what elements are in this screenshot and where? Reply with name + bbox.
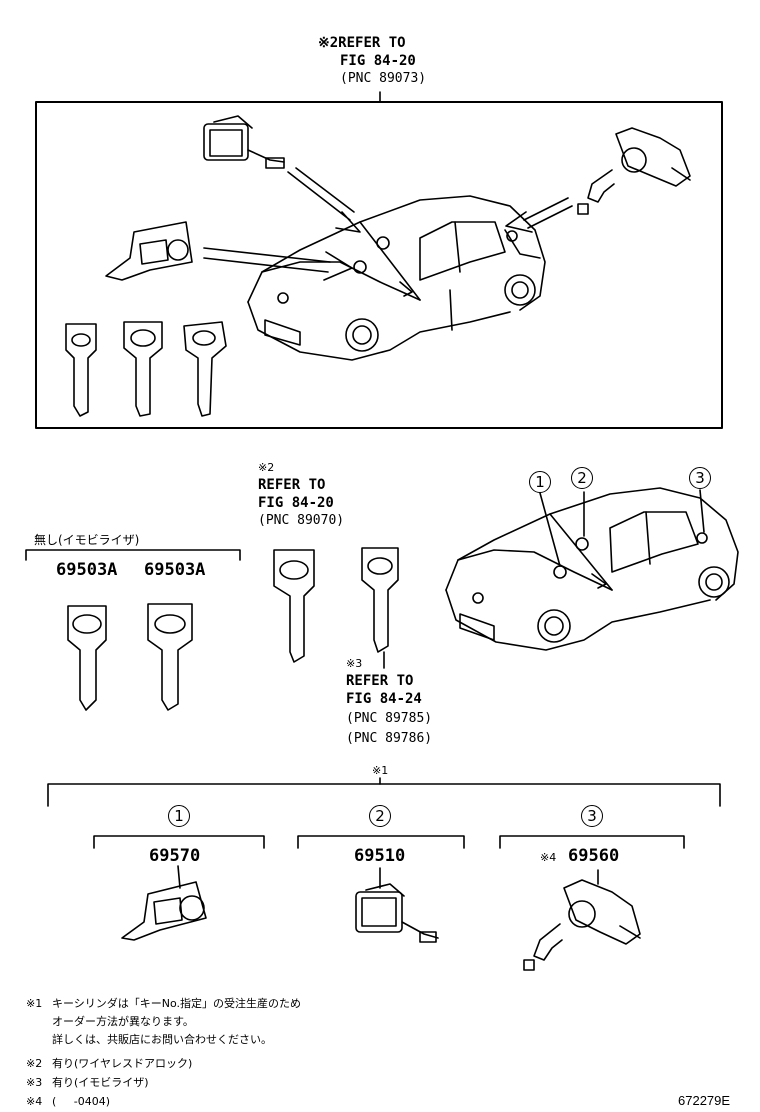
mid-ref-b-line4: (PNC 89786) <box>346 731 433 746</box>
note-text-1b: オーダー方法が異なります。 <box>52 1015 194 1028</box>
note-mark-2: ※2 <box>26 1057 43 1070</box>
note-text-2: 有り(ワイヤレスドアロック) <box>52 1057 193 1070</box>
mid-ref-a-line1: REFER TO <box>258 477 326 493</box>
mid-ref-b-line1: REFER TO <box>346 673 414 689</box>
bottom-group-bracket <box>47 783 721 807</box>
item2-bracket <box>297 835 465 849</box>
mid-ref-b-line2: FIG 84-24 <box>346 691 422 707</box>
item1-bracket <box>93 835 265 849</box>
part-69510-drawing <box>355 867 439 943</box>
note-mark-1: ※1 <box>26 997 43 1010</box>
note-text-4: ( -0404) <box>52 1095 111 1108</box>
note-text-3: 有り(イモビライザ) <box>52 1076 149 1089</box>
mid-keys-center-drawing <box>273 547 399 669</box>
mid-ref-a-line3: (PNC 89070) <box>258 513 345 528</box>
top-back-door-lock-drawing <box>577 127 691 215</box>
mid-ref-a-mark: ※2 <box>258 461 275 474</box>
mid-ref-a-line2: FIG 84-20 <box>258 495 334 511</box>
top-frame <box>35 101 723 429</box>
mid-ref-b-line3: (PNC 89785) <box>346 711 433 726</box>
mid-car-drawing <box>445 487 739 651</box>
note-text-1: キーシリンダは「キーNo.指定」の受注生産のため <box>52 997 302 1010</box>
immobilizer-label: 無し(イモビライザ) <box>34 533 140 547</box>
mid-ref-b-mark: ※3 <box>346 657 363 670</box>
top-car-drawing <box>247 195 546 361</box>
mid-keys-left-drawing <box>67 603 193 711</box>
note-mark-4: ※4 <box>26 1095 43 1108</box>
part-number-69560: 69560 <box>568 846 620 866</box>
part-number-69503a-2: 69503A <box>144 560 206 580</box>
item3-callout: 3 <box>581 805 603 827</box>
callout-2: 2 <box>571 467 593 489</box>
top-ignition-drawing <box>105 221 193 281</box>
part-69560-prefix: ※4 <box>540 851 557 864</box>
part-number-69503a-1: 69503A <box>56 560 118 580</box>
item1-callout: 1 <box>168 805 190 827</box>
part-69570-drawing <box>121 865 207 941</box>
figure-id: 672279E <box>678 1093 731 1108</box>
top-arrows <box>203 167 573 281</box>
item3-bracket <box>499 835 685 849</box>
top-ref-line3: (PNC 89073) <box>340 71 427 86</box>
top-ref-line2: FIG 84-20 <box>340 53 416 69</box>
bottom-group-mark: ※1 <box>372 764 389 777</box>
part-number-69570: 69570 <box>149 846 201 866</box>
item2-callout: 2 <box>369 805 391 827</box>
callout-1: 1 <box>529 471 551 493</box>
top-keys-drawing <box>65 321 227 417</box>
part-number-69510: 69510 <box>354 846 406 866</box>
part-69560-drawing <box>523 869 641 971</box>
top-door-lock-drawing <box>203 115 285 169</box>
callout-3: 3 <box>689 467 711 489</box>
immobilizer-bracket <box>25 549 241 561</box>
note-text-1c: 詳しくは、共販店にお問い合わせください。 <box>52 1033 272 1046</box>
note-mark-3: ※3 <box>26 1076 43 1089</box>
top-ref-line1: ※2REFER TO <box>318 35 406 51</box>
